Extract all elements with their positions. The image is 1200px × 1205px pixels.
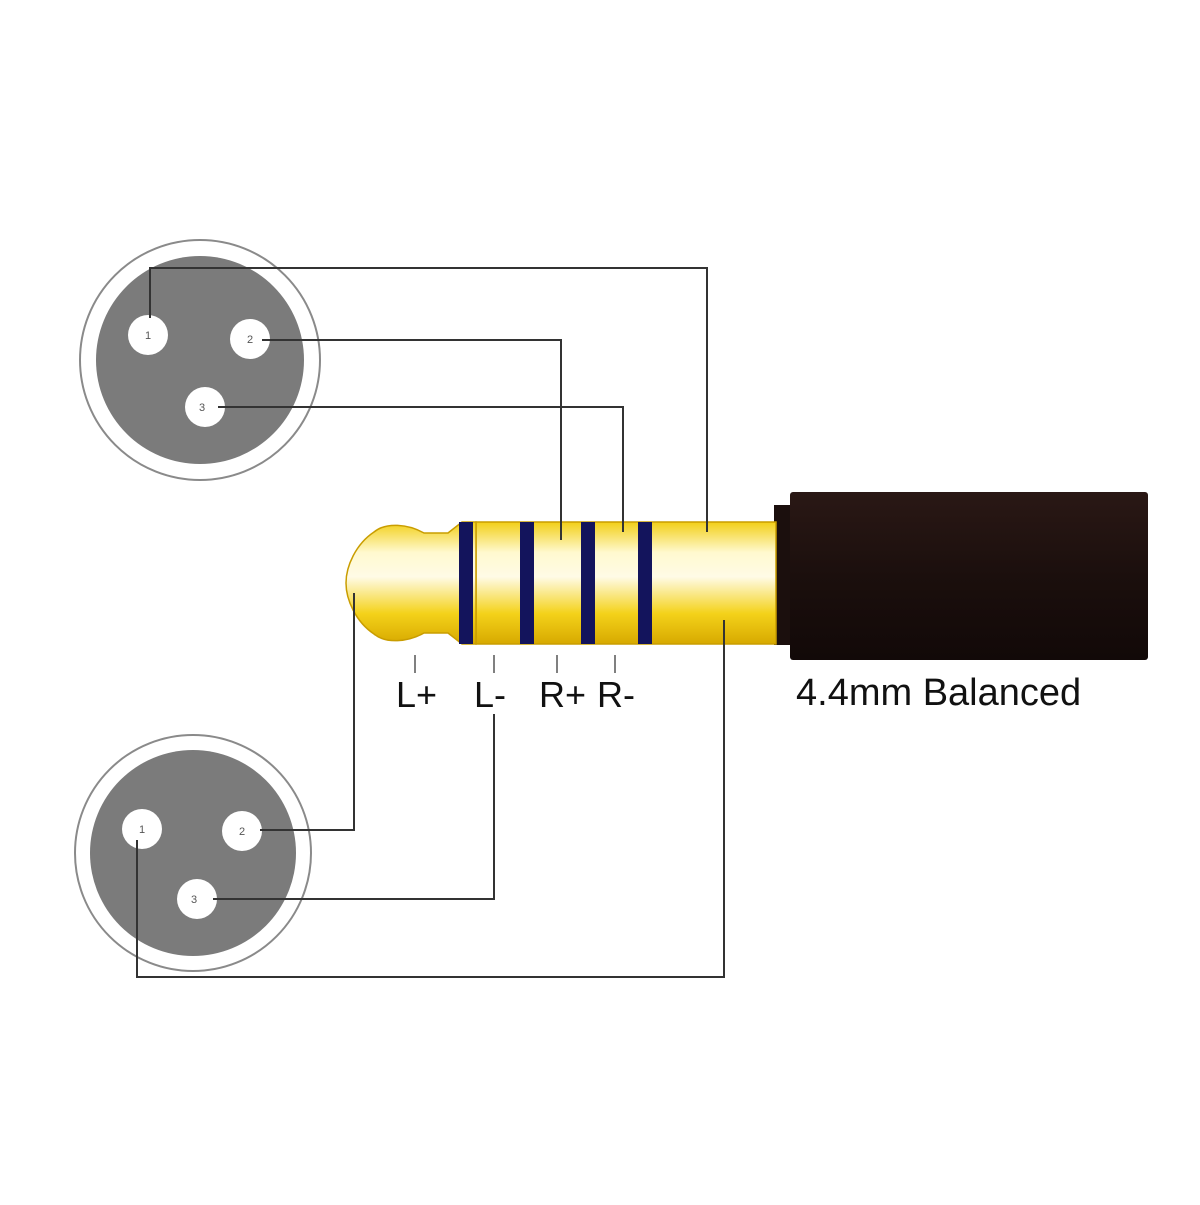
plug-4-4mm [345, 492, 1148, 660]
xlr-top-pin-1: 1 [128, 315, 168, 355]
xlr-bottom-pin-3: 3 [177, 879, 217, 919]
xlr-bottom-pin-2: 2 [222, 811, 262, 851]
label-l-minus: L- [474, 674, 506, 715]
insulator-band [638, 522, 652, 644]
label-r-plus: R+ [539, 674, 586, 715]
connector-face [90, 750, 296, 956]
xlr-top-pin-3: 3 [185, 387, 225, 427]
contact-ticks [414, 655, 616, 673]
pin-number: 2 [247, 334, 253, 346]
wire-lminus-bottom-pin3 [213, 714, 495, 900]
xlr-connector-bottom: 1 2 3 [74, 734, 312, 972]
label-r-minus: R- [597, 674, 635, 715]
insulator-band [459, 522, 473, 644]
wire-lplus-bottom-pin2 [260, 593, 355, 831]
pin-number: 1 [145, 330, 151, 342]
wire-bottom-pin1-sleeve [136, 620, 725, 978]
wire-top-pin2-rplus [262, 339, 562, 540]
pin-number: 1 [139, 824, 145, 836]
plug-tip [345, 521, 477, 645]
pin-number: 3 [191, 894, 197, 906]
wires [136, 267, 725, 978]
xlr-connector-top: 1 2 3 [79, 239, 321, 481]
xlr-bottom-pin-1: 1 [122, 809, 162, 849]
pin-number: 3 [199, 402, 205, 414]
label-l-plus: L+ [396, 674, 437, 715]
wire-top-pin3-rminus [218, 406, 624, 532]
insulator-band [581, 522, 595, 644]
insulator-band [520, 522, 534, 644]
xlr-top-pin-2: 2 [230, 319, 270, 359]
connector-face [96, 256, 304, 464]
plug-housing [774, 492, 1148, 660]
plug-caption: 4.4mm Balanced [796, 672, 1081, 714]
pin-number: 2 [239, 826, 245, 838]
wire-top-pin1-sleeve [149, 267, 708, 532]
